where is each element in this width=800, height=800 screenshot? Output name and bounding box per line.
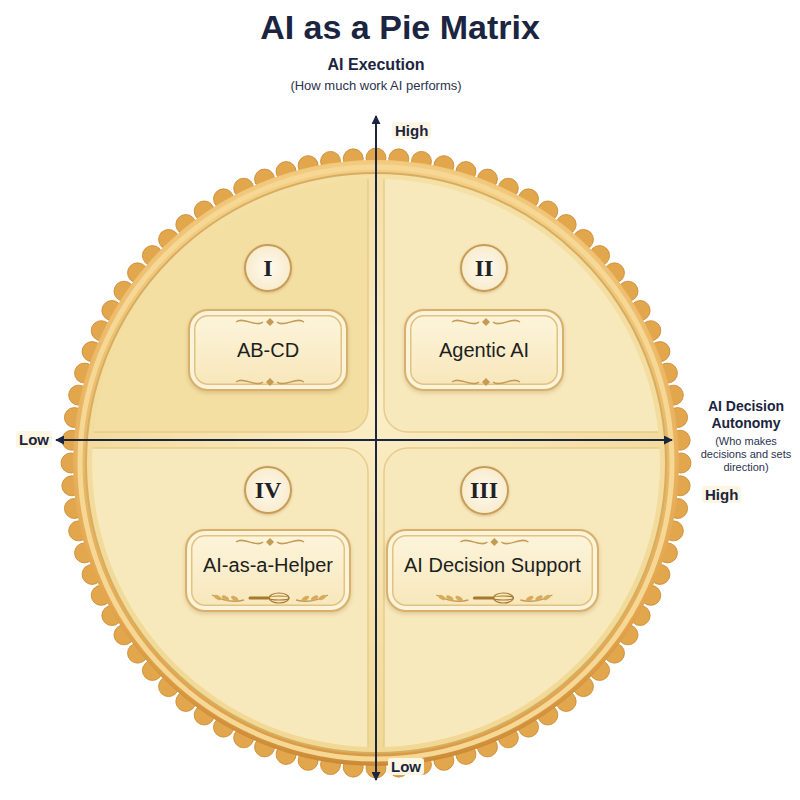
flourish <box>236 380 304 383</box>
flourish <box>452 380 520 383</box>
axis-end-label: High <box>392 122 431 139</box>
whisk-icon <box>212 593 328 603</box>
quadrant-panel <box>384 150 690 432</box>
flourish <box>236 540 304 543</box>
quadrant-number: I <box>244 244 292 292</box>
quadrant-panel <box>384 448 690 778</box>
quadrant-plaque: Agentic AI <box>404 309 564 391</box>
node-text: I <box>263 255 272 282</box>
node-text: AB-CD <box>206 338 330 362</box>
flourish-diamond <box>482 318 490 326</box>
quadrant-plaque: AB-CD <box>188 309 348 391</box>
axis-end-label: Low <box>16 431 52 448</box>
node-text: AI Decision Support <box>404 553 581 577</box>
node-text: III <box>470 477 498 504</box>
horizontal-axis <box>56 439 672 441</box>
quadrant-panel <box>70 448 368 778</box>
quadrant-plaque: AI Decision Support <box>386 529 599 612</box>
axis-title: AI Decision Autonomy <box>696 398 796 432</box>
quadrant-number: II <box>460 244 508 292</box>
flourish-diamond <box>482 378 490 386</box>
node-text: II <box>475 255 494 282</box>
node-text: Agentic AI <box>422 338 546 362</box>
flourish-diamond <box>266 538 274 546</box>
quadrant-number: III <box>460 466 509 515</box>
axis-end-label: High <box>702 486 741 503</box>
quadrant-panels <box>70 150 690 778</box>
flourish-diamond <box>266 318 274 326</box>
flourish <box>460 540 528 543</box>
diagram-title: AI as a Pie Matrix <box>260 8 540 47</box>
flourish-diamond <box>490 538 498 546</box>
axis-subtitle: (How much work AI performs) <box>290 78 461 93</box>
quadrant-number: IV <box>244 466 292 514</box>
flourish-diamond <box>266 378 274 386</box>
quadrant-panel <box>70 150 368 432</box>
whisk-icon <box>436 593 552 603</box>
flourish <box>236 320 304 323</box>
node-text: IV <box>255 477 282 504</box>
axis-end-label: Low <box>388 758 424 775</box>
vertical-axis <box>375 116 377 780</box>
axis-subtitle: (Who makes decisions and sets direction) <box>696 435 796 475</box>
flourish <box>452 320 520 323</box>
quadrant-plaque: AI-as-a-Helper <box>185 529 351 612</box>
node-text: AI-as-a-Helper <box>203 553 333 577</box>
axis-title: AI Execution <box>328 56 425 74</box>
